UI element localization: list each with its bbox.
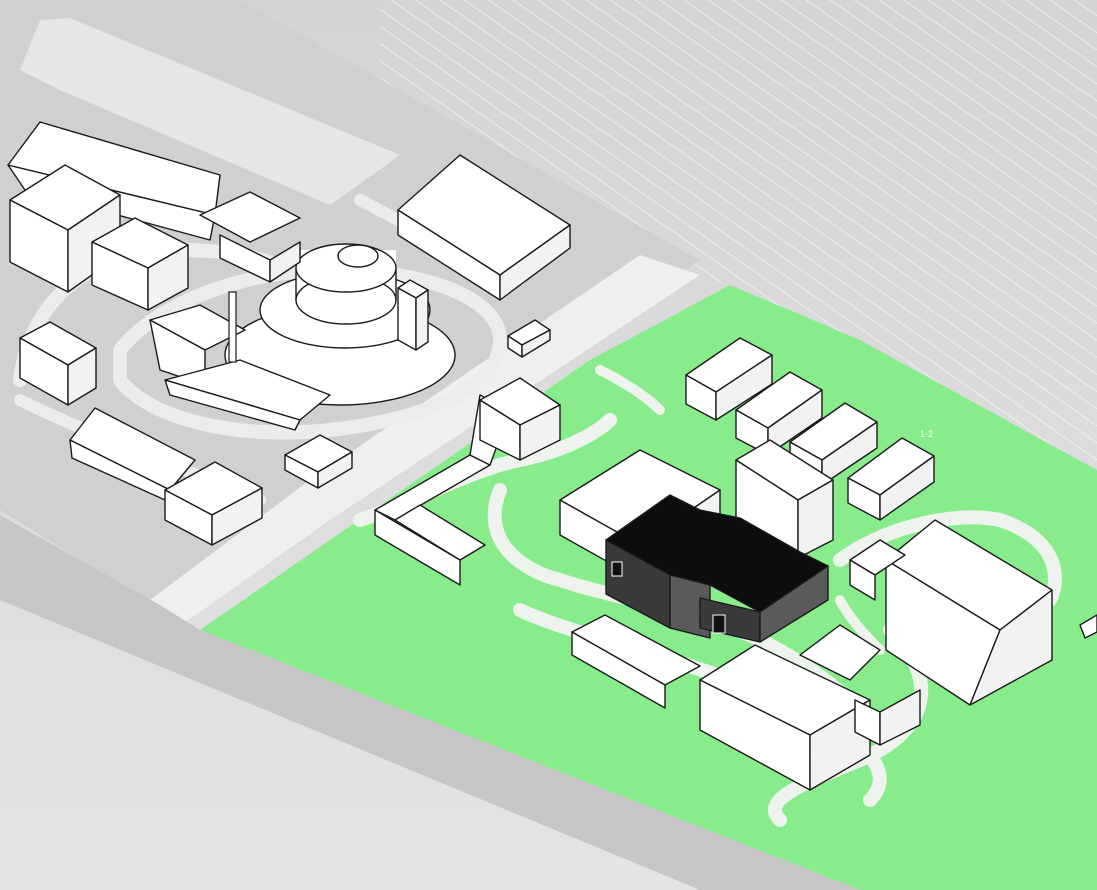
building-row-2[interactable] xyxy=(735,371,823,456)
building-east-large[interactable] xyxy=(885,519,1053,706)
building-warehouse-north[interactable] xyxy=(397,154,571,301)
building-gabled-north[interactable] xyxy=(479,377,561,461)
building-block-southwest[interactable] xyxy=(164,461,263,546)
building-tower-slim[interactable] xyxy=(397,279,429,351)
building-annex-west[interactable] xyxy=(91,217,189,311)
building-south-large[interactable] xyxy=(699,644,871,791)
building-edge-east[interactable] xyxy=(1079,614,1097,639)
building-rotunda-wing[interactable] xyxy=(149,304,331,431)
building-kiosk[interactable] xyxy=(507,319,551,358)
building-south-annex[interactable] xyxy=(799,624,921,746)
chimney xyxy=(228,291,237,363)
side-door[interactable] xyxy=(611,561,623,577)
block-label: 1-2 xyxy=(920,429,933,439)
building-row-4[interactable] xyxy=(847,437,935,521)
building-small-west-1[interactable] xyxy=(19,321,97,406)
building-tall-west[interactable] xyxy=(9,164,121,293)
selected-building[interactable] xyxy=(605,494,829,643)
building-small-hall[interactable] xyxy=(284,434,353,489)
hatched-area xyxy=(380,0,1097,470)
main-avenue xyxy=(150,255,700,640)
building-east-small-wing[interactable] xyxy=(849,539,906,601)
west-campus-inner-lot xyxy=(20,18,400,205)
building-courtyard-west[interactable] xyxy=(199,191,301,283)
entrance-door[interactable] xyxy=(712,614,726,634)
building-barrel-roof[interactable] xyxy=(69,407,196,501)
building-row-1[interactable] xyxy=(685,337,773,421)
building-east-tall[interactable] xyxy=(735,439,834,559)
building-south-long[interactable] xyxy=(571,614,701,709)
